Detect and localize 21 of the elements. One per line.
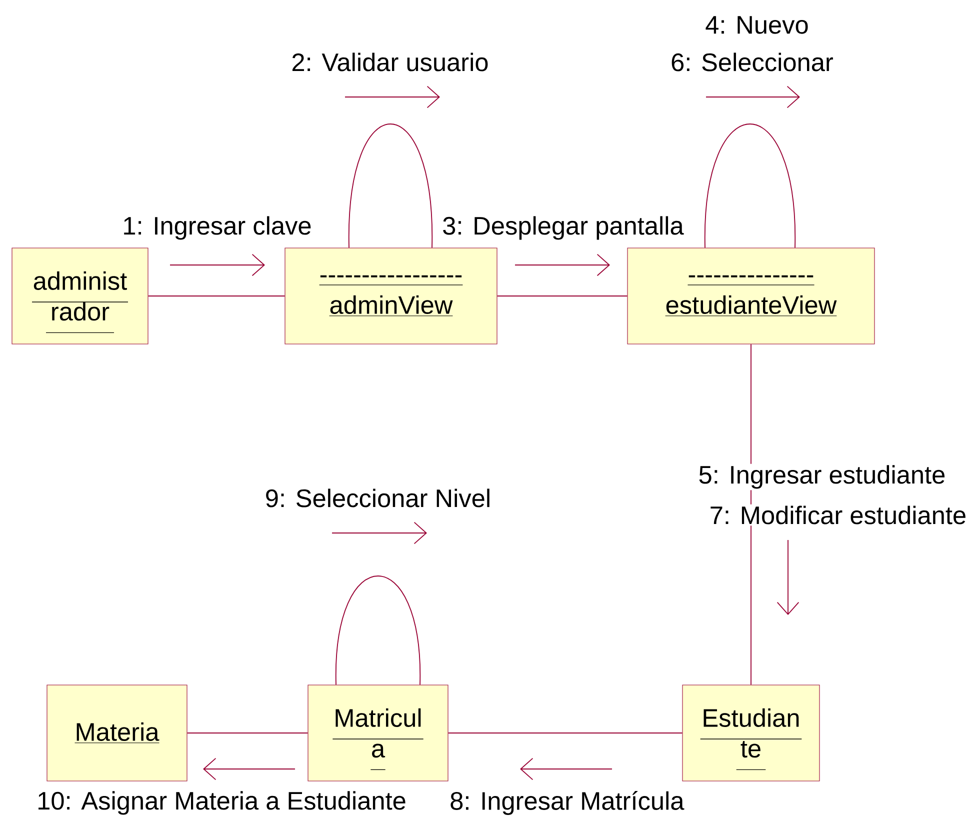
message-label: 9: Seleccionar Nivel: [264, 487, 492, 509]
object-box: Estudian te: [682, 684, 820, 782]
connector-line: [704, 124, 796, 248]
message-label: 6: Seleccionar: [669, 51, 835, 73]
object-box: administ rador: [12, 248, 148, 344]
connector-line: [348, 124, 432, 248]
connector-line: [448, 732, 683, 734]
message-label: 2: Validar usuario: [290, 51, 490, 73]
connector-line: [186, 732, 308, 734]
message-label: 4: Nuevo: [704, 14, 810, 36]
connector-line: [336, 576, 420, 686]
object-box: Materia: [46, 684, 188, 782]
message-label: 3: Desplegar pantalla: [440, 214, 686, 242]
message-label: 7: Modificar estudiante: [708, 504, 968, 526]
message-label: 8: Ingresar Matrícula: [448, 790, 686, 816]
message-label: 1: Ingresar clave: [120, 214, 314, 242]
object-box: Matricul a: [308, 684, 448, 782]
object-box: --------------- estudianteView: [627, 248, 875, 344]
object-box: ----------------- adminView: [284, 248, 498, 344]
message-label: 5: Ingresar estudiante: [696, 464, 948, 490]
message-label: 10: Asignar Materia a Estudiante: [35, 790, 408, 816]
